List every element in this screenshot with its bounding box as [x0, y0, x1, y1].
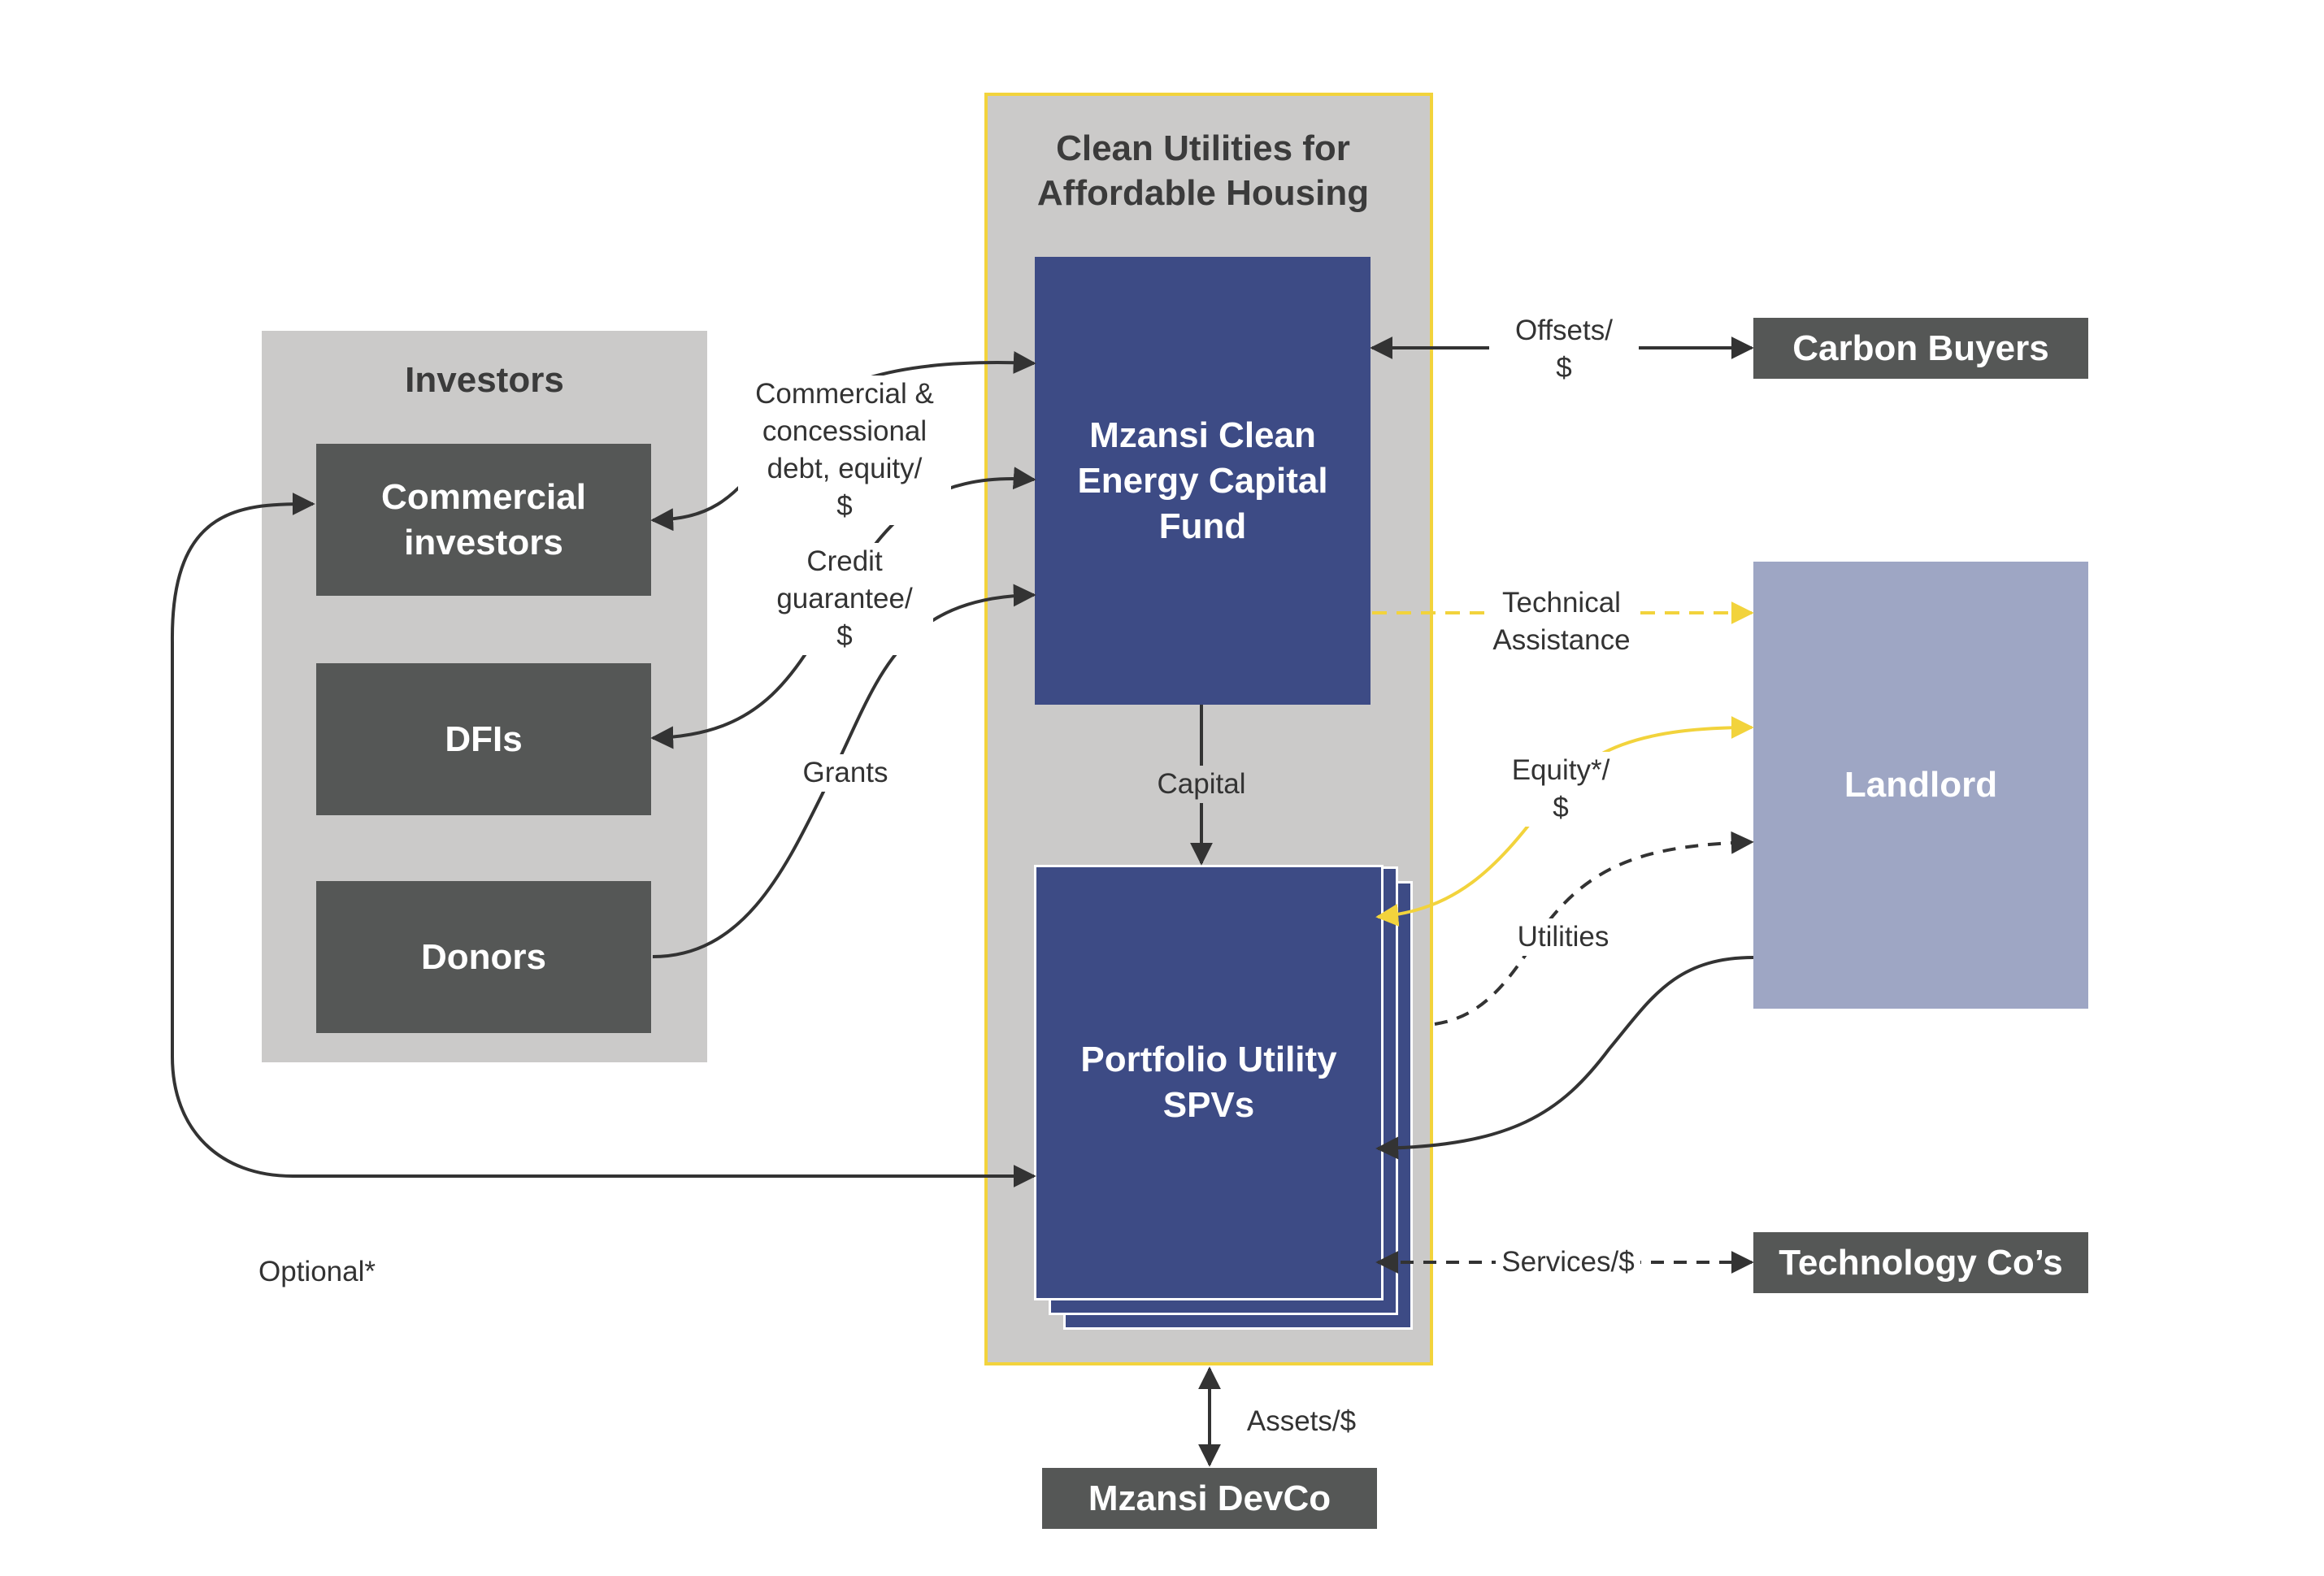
- technology-label: Technology Co’s: [1779, 1242, 2063, 1283]
- fund-label: Mzansi Clean Energy Capital Fund: [1077, 415, 1328, 546]
- utilities-arrow: [1434, 831, 1754, 1026]
- fund-box: Mzansi Clean Energy Capital Fund: [1035, 257, 1371, 705]
- landlord-payment-arrow: [1375, 956, 1754, 1160]
- spv-label: Portfolio Utility SPVs: [1080, 1040, 1337, 1125]
- commercial-debt-label: Commercial & concessional debt, equity/ …: [738, 376, 951, 525]
- carbon-buyers-label: Carbon Buyers: [1792, 328, 2049, 368]
- services-label: Services/$: [1496, 1244, 1640, 1281]
- credit-guarantee-label: Credit guarantee/ $: [756, 543, 933, 655]
- devco-box: Mzansi DevCo: [1042, 1468, 1377, 1529]
- capital-label: Capital: [1145, 766, 1258, 803]
- landlord-label: Landlord: [1844, 765, 1998, 805]
- equity-label: Equity*/ $: [1494, 752, 1627, 827]
- optional-equity-arrow: [170, 493, 1036, 1187]
- utilities-label: Utilities: [1502, 918, 1624, 956]
- technology-box: Technology Co’s: [1753, 1232, 2088, 1293]
- offsets-label: Offsets/ $: [1489, 312, 1639, 387]
- devco-label: Mzansi DevCo: [1088, 1478, 1331, 1518]
- technical-assistance-label: Technical Assistance: [1486, 584, 1637, 659]
- carbon-buyers-box: Carbon Buyers: [1753, 318, 2088, 379]
- grants-label: Grants: [788, 754, 902, 792]
- investors-title: Investors: [405, 360, 564, 400]
- clean-utilities-title: Clean Utilities for Affordable Housing: [1036, 128, 1370, 213]
- spv-box: Portfolio Utility SPVs: [1034, 865, 1384, 1300]
- landlord-box: Landlord: [1753, 562, 2088, 1009]
- optional-footnote: Optional*: [258, 1256, 376, 1287]
- assets-label: Assets/$: [1232, 1403, 1371, 1440]
